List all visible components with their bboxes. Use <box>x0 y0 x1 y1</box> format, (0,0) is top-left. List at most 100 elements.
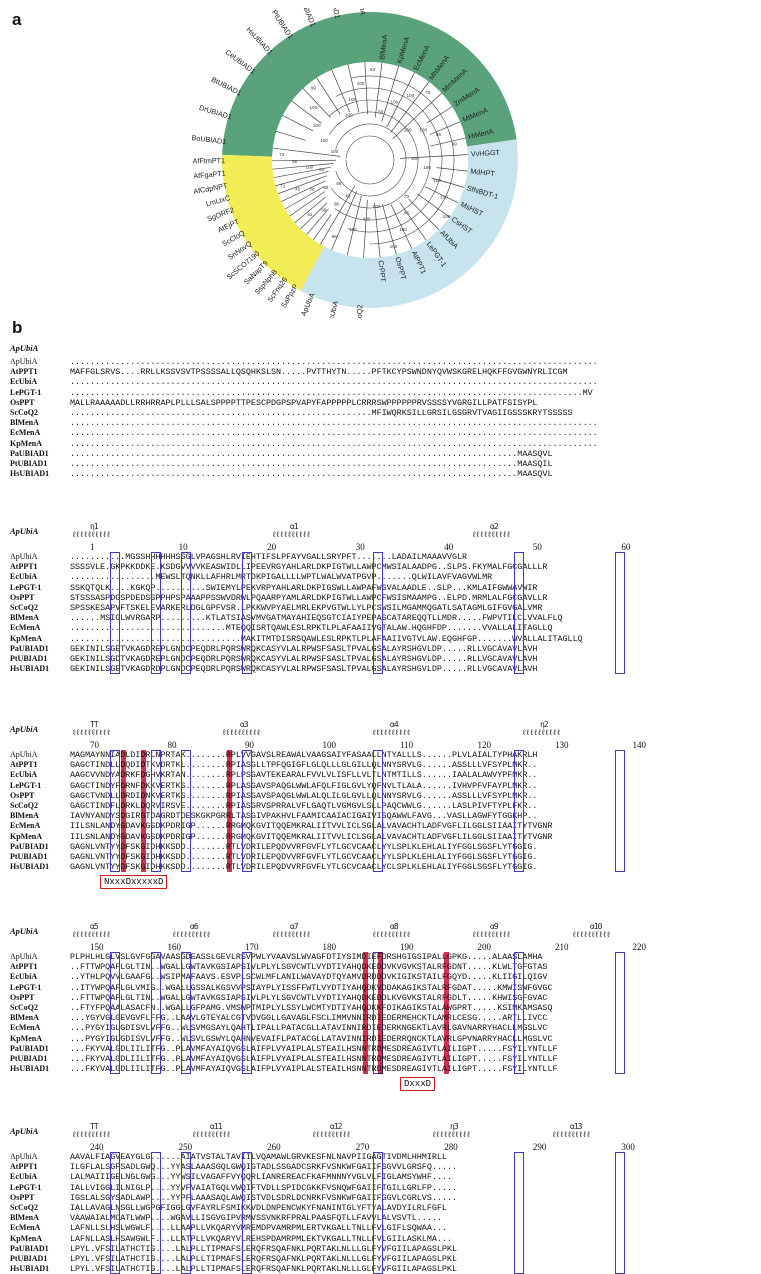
helix-glyph: ℓℓℓℓℓℓℓℓℓℓ <box>472 530 511 539</box>
helix-glyph: ℓℓℓℓℓℓℓℓℓℓ <box>192 1130 231 1139</box>
sequence-residues: SPSSKESAPVFTSKELEVARKERLDGLGPFVSR.LPKKWV… <box>70 602 543 613</box>
sequence-residues: ..FTYFPQAALASACFN..WGALLGFPAMG.VMSWPTMIP… <box>70 1002 553 1013</box>
helix-glyph: ℓℓℓℓℓℓℓℓℓℓ <box>312 1130 351 1139</box>
alignment-row: PaUBIAD1...FKYVALGDLIILITFG..PLAVMFAYAIQ… <box>10 1044 755 1054</box>
position-number: 90 <box>245 740 254 750</box>
sequence-name: PaUBIAD1 <box>10 1243 49 1253</box>
helix-glyph: ℓℓℓℓℓℓℓℓℓℓ <box>272 930 311 939</box>
sequence-name: PtUBIAD1 <box>10 653 48 663</box>
alignment-row: PtUBIAD1................................… <box>10 459 755 469</box>
sequence-name: LePGT-1 <box>10 387 42 397</box>
position-number: 140 <box>632 740 647 750</box>
alignment-row: OsPPT IGSLALSGYSADLAWP....YYPFLAAASAQLAWQ… <box>10 1193 755 1203</box>
tree-branch <box>363 199 368 258</box>
tree-branch <box>331 191 357 251</box>
ss-element-label: α2 <box>490 522 499 531</box>
helix-glyph: ℓℓℓℓℓℓℓℓℓℓ <box>432 1130 471 1139</box>
sequence-residues: ..ITYWPQAFLGLVMIS..WGALLGSSALKGSVVPSIAYP… <box>70 982 553 993</box>
sequence-name: ScCoQ2 <box>10 1202 38 1212</box>
position-number: 20 <box>267 542 277 552</box>
sequence-residues: IALLAVAGLNSGLLWGPGFIGGLGVFAYRLFSMIKKVDLD… <box>70 1202 447 1213</box>
helix-glyph: ℓℓℓℓℓℓℓℓℓℓ <box>72 930 111 939</box>
ss-element-label: α11 <box>210 1122 222 1131</box>
helix-glyph: ℓℓℓℓℓℓℓℓℓℓ <box>72 1130 111 1139</box>
bootstrap-value: 58 <box>336 181 342 186</box>
sequence-residues: LALMAIIIGELNGLGWG...YYWSILVAGAFFVYQQRLIA… <box>70 1172 452 1183</box>
alignment-row: LePGT-1.................................… <box>10 388 755 398</box>
position-number: 60 <box>621 542 631 552</box>
sequence-name: KpMenA <box>10 633 42 643</box>
alignment-row: BlMenA..................................… <box>10 418 755 428</box>
bootstrap-value: 70 <box>309 187 315 192</box>
sequence-residues: IGSLALSGYSADLAWP....YYPFLAAASAQLAWQISTVD… <box>70 1192 457 1203</box>
sequence-residues: ......MSIGLWVRGARP.........KTLATSIASVMVG… <box>70 613 563 624</box>
sequence-residues: ..YTHLPQVVLGAAFG..WSIPMAFAAVS.ESVPLSCWLM… <box>70 972 548 983</box>
sequence-residues: ........................................… <box>70 377 598 388</box>
tree-branch <box>392 92 442 140</box>
alignment-row: PtUBIAD1...FKYVALGDLIILITFG..PLAVMFAYAIQ… <box>10 1054 755 1064</box>
bootstrap-value: 100 <box>407 93 415 98</box>
ss-element-label: η1 <box>90 522 99 531</box>
motif-label: NxxxDxxxxxD <box>100 875 168 890</box>
conserved-column-box <box>181 952 192 1075</box>
bootstrap-value: 100 <box>363 217 371 222</box>
sequence-name: AtPPT1 <box>10 760 38 770</box>
sequence-residues: LPYL.VFSILATHCTIS....LALPLLTIPMAFSLERQFR… <box>70 1264 457 1274</box>
tree-branch <box>408 198 440 230</box>
tree-taxon-label: DrUBIAD1 <box>198 103 233 121</box>
conserved-column-box <box>373 750 384 873</box>
tree-branch <box>424 186 459 204</box>
bootstrap-value: 100 <box>391 100 399 105</box>
tree-branch <box>302 88 331 118</box>
alignment-row: HsUBIAD1...FKYVALGDLIILITFG..PLAVMFAYAIQ… <box>10 1064 755 1074</box>
tree-branch <box>381 66 399 122</box>
alignment-row: KpMenA..................................… <box>10 634 755 644</box>
helix-glyph: ℓℓℓℓℓℓℓℓℓℓ <box>72 728 111 737</box>
sequence-name: ApUbiA <box>10 552 38 561</box>
conserved-column-box <box>150 952 161 1075</box>
sequence-name: OsPPT <box>10 1192 35 1202</box>
tree-branch <box>276 131 307 141</box>
bootstrap-value: 100 <box>357 81 365 86</box>
sequence-name: OsPPT <box>10 790 35 800</box>
tree-taxon-label: AfFtmPT1 <box>193 156 225 165</box>
sequence-residues: AAGCVVNDYADRKFDGHVKRTAN........RPLPSGAVT… <box>70 770 538 781</box>
bootstrap-value: 100 <box>313 123 321 128</box>
bootstrap-value: 69 <box>323 185 329 190</box>
ss-element-label: α6 <box>190 922 199 931</box>
conserved-column-box <box>110 1152 121 1274</box>
sequence-residues: ........................................… <box>70 387 593 398</box>
tree-arc <box>345 135 395 185</box>
bootstrap-value: 71 <box>280 184 286 189</box>
conserved-column-box <box>241 952 252 1075</box>
conserved-column-box <box>615 1152 626 1274</box>
alignment-row: EcMenA..................................… <box>10 428 755 438</box>
bootstrap-value: 100 <box>411 156 419 161</box>
tree-arc <box>329 111 419 209</box>
bootstrap-value: 100 <box>349 227 357 232</box>
tree-branch <box>430 137 466 147</box>
conserved-column-box <box>110 750 121 873</box>
helix-glyph: ℓℓℓℓℓℓℓℓℓℓ <box>172 930 211 939</box>
position-number: 80 <box>167 740 177 750</box>
sequence-name: BlMenA <box>10 1213 39 1223</box>
identical-column-highlight <box>120 750 126 873</box>
position-number: 40 <box>444 542 454 552</box>
sequence-name: EcUbiA <box>10 377 38 387</box>
sequence-residues: ...PYGYIGLGDISVLVFFG..WLSVLGSWYLQAHNVEVA… <box>70 1033 553 1044</box>
position-number: 300 <box>621 1142 635 1152</box>
bootstrap-value: 100 <box>306 164 314 169</box>
sequence-name: AtPPT1 <box>10 562 38 572</box>
alignment-row: EcUbiA..YTHLPQVVLGAAFG..WSIPMAFAAVS.ESVP… <box>10 972 755 982</box>
ss-element-label: α12 <box>330 1122 342 1131</box>
